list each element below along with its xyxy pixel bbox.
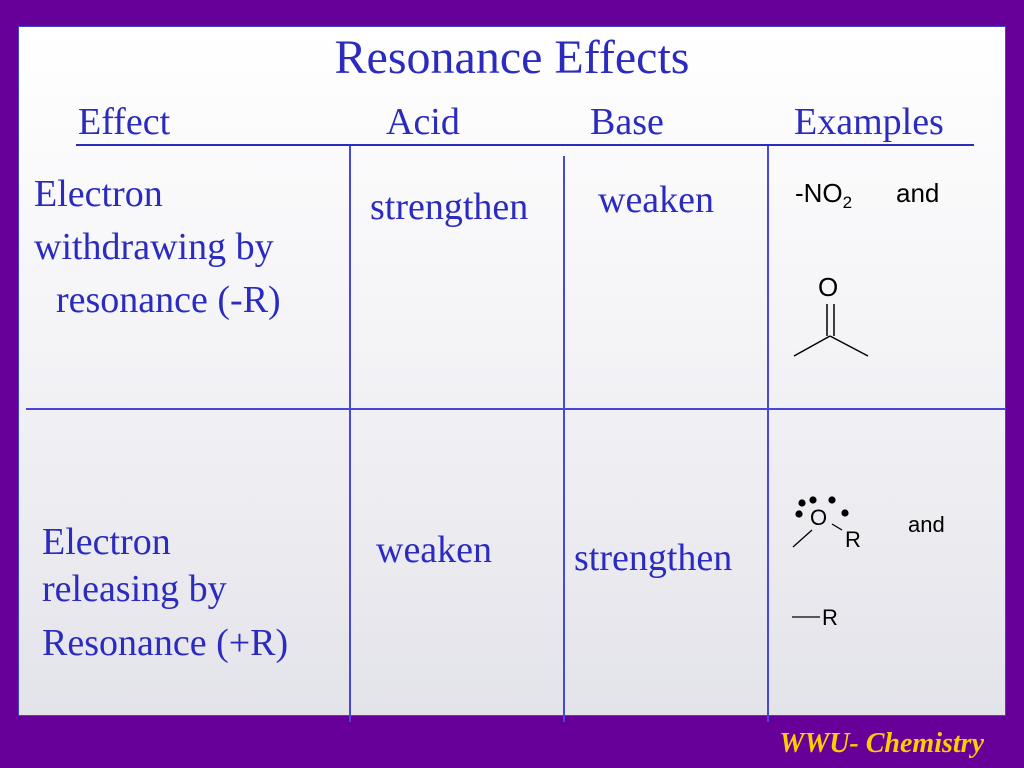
nitro-group: -NO2 bbox=[795, 178, 853, 213]
row2-acid: weaken bbox=[376, 529, 493, 571]
alkyl-r: R bbox=[822, 605, 838, 630]
row2-and: and bbox=[908, 512, 945, 537]
row2-effect-line2: releasing by bbox=[42, 568, 227, 610]
header-acid: Acid bbox=[386, 101, 460, 143]
carbonyl-structure-icon bbox=[793, 304, 869, 357]
row1-base: weaken bbox=[598, 179, 715, 221]
row-divider bbox=[26, 408, 1006, 410]
header-base: Base bbox=[590, 101, 664, 143]
alkoxy-r: R bbox=[845, 527, 861, 552]
column-divider bbox=[767, 146, 769, 722]
alkoxy-lone-pairs-icon bbox=[792, 496, 849, 548]
footer-credit: WWU- Chemistry bbox=[779, 728, 984, 759]
row1-effect-line3: resonance (-R) bbox=[56, 279, 281, 321]
row2-base: strengthen bbox=[574, 537, 733, 579]
row1-and: and bbox=[896, 178, 940, 208]
header-underline bbox=[76, 144, 974, 146]
header-examples: Examples bbox=[794, 101, 944, 143]
row1-effect-line2: withdrawing by bbox=[34, 226, 274, 268]
slide-title: Resonance Effects bbox=[334, 31, 690, 84]
row1-effect-line1: Electron bbox=[34, 173, 163, 215]
alkyl-bond-icon bbox=[792, 616, 820, 618]
column-divider bbox=[563, 156, 565, 722]
row2-effect-line3: Resonance (+R) bbox=[42, 622, 289, 664]
column-divider bbox=[349, 146, 351, 722]
row2-effect-line1: Electron bbox=[42, 521, 171, 563]
slide-panel bbox=[18, 26, 1006, 716]
row1-acid: strengthen bbox=[370, 186, 529, 228]
header-effect: Effect bbox=[78, 101, 171, 143]
carbonyl-oxygen: O bbox=[818, 272, 839, 302]
alkoxy-oxygen: O bbox=[810, 505, 828, 530]
